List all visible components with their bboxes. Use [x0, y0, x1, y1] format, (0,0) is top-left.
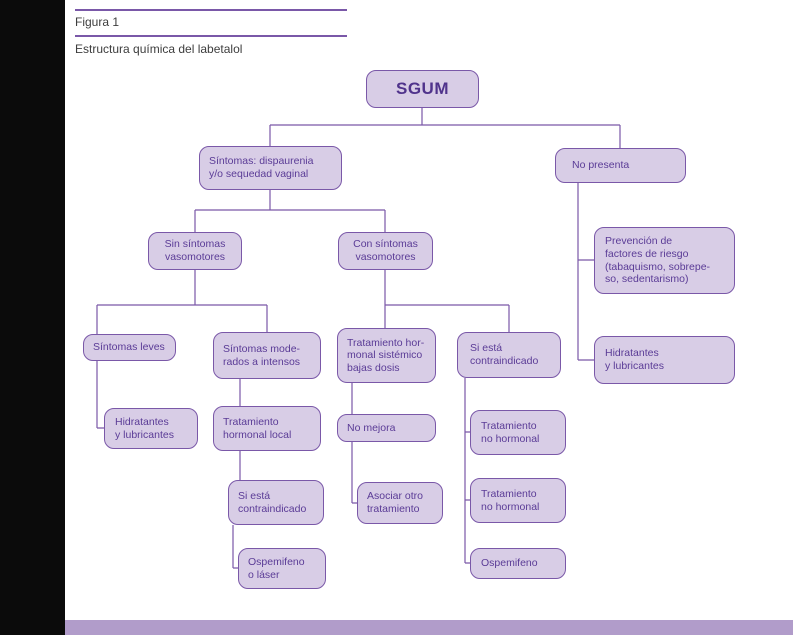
page-edge-black: [0, 0, 65, 635]
node-tratamiento-hormonal-sistemico: Tratamiento hor- monal sistémico bajas d…: [337, 328, 436, 383]
node-si-esta-contraindicado-derecha: Si está contraindicado: [457, 332, 561, 378]
node-asociar-otro-tratamiento: Asociar otro tratamiento: [357, 482, 443, 524]
node-ospemifeno-o-laser: Ospemifeno o láser: [238, 548, 326, 589]
node-ospemifeno: Ospemifeno: [470, 548, 566, 579]
node-prevencion-factores-riesgo: Prevención de factores de riesgo (tabaqu…: [594, 227, 735, 294]
node-si-esta-contraindicado-izquierda: Si está contraindicado: [228, 480, 324, 525]
node-tratamiento-no-hormonal-1: Tratamiento no hormonal: [470, 410, 566, 455]
node-tratamiento-hormonal-local: Tratamiento hormonal local: [213, 406, 321, 451]
mid-rule: [75, 35, 347, 37]
node-hidratantes-lubricantes-derecha: Hidratantes y lubricantes: [594, 336, 735, 384]
node-sgum: SGUM: [366, 70, 479, 108]
figure-label: Figura 1: [75, 15, 120, 29]
node-hidratantes-lubricantes-izquierda: Hidratantes y lubricantes: [104, 408, 198, 449]
node-tratamiento-no-hormonal-2: Tratamiento no hormonal: [470, 478, 566, 523]
node-sintomas-dispaurenia: Síntomas: dispaurenia y/o sequedad vagin…: [199, 146, 342, 190]
footer-bar: [65, 620, 793, 635]
node-no-presenta: No presenta: [555, 148, 686, 183]
figure-caption: Estructura química del labetalol: [75, 42, 243, 56]
node-sintomas-moderados-intensos: Síntomas mode- rados a intensos: [213, 332, 321, 379]
node-no-mejora: No mejora: [337, 414, 436, 442]
top-rule: [75, 9, 347, 11]
node-con-sintomas-vasomotores: Con síntomas vasomotores: [338, 232, 433, 270]
node-sintomas-leves: Síntomas leves: [83, 334, 176, 361]
node-sin-sintomas-vasomotores: Sin síntomas vasomotores: [148, 232, 242, 270]
